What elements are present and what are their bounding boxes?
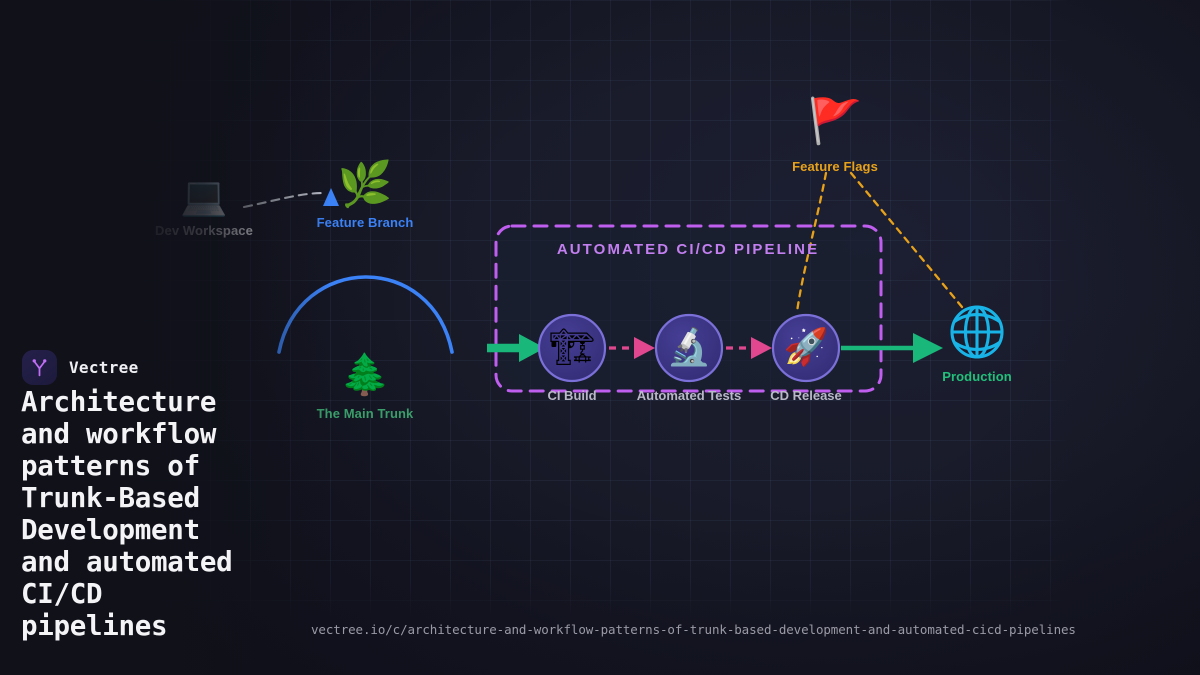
node-label-production: Production (942, 369, 1012, 384)
pipeline-title: AUTOMATED CI/CD PIPELINE (556, 241, 820, 258)
page-title: Architecture and workflow patterns of Tr… (21, 386, 233, 642)
node-label-main-trunk: The Main Trunk (316, 406, 414, 421)
evergreen-tree-icon: 🌲 (340, 352, 390, 398)
edge-ci-to-tests-arrowhead (634, 337, 655, 359)
rocket-icon: 🚀 (783, 327, 829, 368)
trunk-merge-arc (277, 275, 454, 354)
vectree-tree-logo-icon (22, 350, 57, 385)
brand-block: Vectree (22, 350, 139, 385)
edge-tests-to-release-arrowhead (751, 337, 772, 359)
feature-branch-arrowhead (323, 188, 339, 206)
stage-label-automated-tests: Automated Tests (636, 388, 742, 403)
pipeline-entry-arrowhead (519, 334, 545, 362)
stage-label-cd-release: CD Release (770, 388, 842, 403)
crane-icon: 🏗 (549, 327, 595, 368)
brand-name: Vectree (69, 358, 139, 377)
production-arrowhead (913, 333, 943, 363)
footer-url: vectree.io/c/architecture-and-workflow-p… (311, 622, 1076, 637)
microscope-icon: 🔬 (666, 327, 712, 368)
edge-flags-to-production (849, 171, 964, 309)
herb-branch-icon: 🌿 (337, 159, 393, 210)
stage-node-ci-build[interactable] (537, 313, 607, 383)
stage-label-ci-build: CI Build (547, 388, 597, 403)
edge-flags-to-cd-release (795, 171, 828, 314)
node-label-dev-workspace: Dev Workspace (155, 223, 253, 238)
node-label-feature-branch: Feature Branch (316, 215, 414, 230)
globe-meridians-icon (950, 305, 1004, 359)
node-label-feature-flags: Feature Flags (792, 159, 878, 174)
stage-node-cd-release[interactable] (771, 313, 841, 383)
red-flag-icon: 🚩 (807, 96, 863, 147)
edge-dev-to-feature-branch (242, 191, 326, 209)
laptop-icon: 💻 (180, 174, 228, 218)
stage-node-automated-tests[interactable] (654, 313, 724, 383)
